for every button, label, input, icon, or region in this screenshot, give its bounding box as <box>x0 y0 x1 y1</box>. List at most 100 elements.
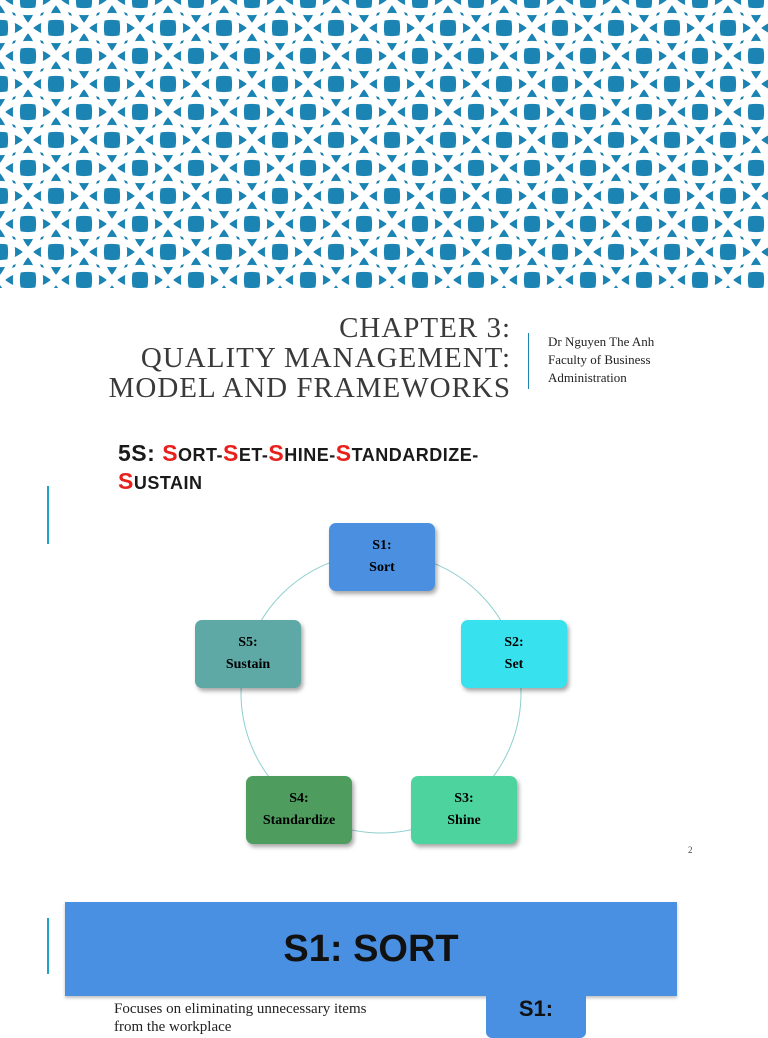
pattern-ring <box>712 40 768 128</box>
pattern-ring <box>0 51 16 117</box>
pattern-ring <box>628 180 716 268</box>
s1-side-box: S1: <box>486 990 586 1038</box>
s1-sort-banner: S1: SORT <box>65 902 677 996</box>
pattern-ring <box>236 0 324 44</box>
side-box-label: S1: <box>518 996 554 1021</box>
pattern-ring <box>292 124 380 212</box>
pattern-ring <box>740 71 768 153</box>
pattern-ring <box>628 124 716 212</box>
pattern-ring <box>213 264 291 288</box>
pattern-ring <box>432 40 520 128</box>
pattern-ring <box>208 96 296 184</box>
pattern-ring <box>740 183 768 265</box>
pattern-ring <box>605 264 683 288</box>
chapter-title: CHAPTER 3: QUALITY MANAGEMENT: MODEL AND… <box>109 313 511 403</box>
pattern-ring <box>320 40 408 128</box>
pattern-ring <box>516 236 604 288</box>
pattern-ring <box>740 127 768 209</box>
pattern-ring <box>180 236 268 288</box>
pattern-ring <box>404 68 492 156</box>
pattern-ring <box>432 0 520 72</box>
cycle-node-s5-sustain: S5: Sustain <box>195 620 301 688</box>
pattern-ring <box>0 12 44 100</box>
pattern-ring <box>320 96 408 184</box>
pattern-ring <box>124 236 212 288</box>
pattern-ring <box>0 0 72 72</box>
pattern-ring <box>348 12 436 100</box>
node-label: S1: <box>372 538 392 553</box>
pattern-ring <box>163 0 229 16</box>
title-prefix: 5S: <box>118 440 163 466</box>
pattern-ring <box>68 68 156 156</box>
title-line: QUALITY MANAGEMENT: <box>140 342 511 374</box>
pattern-ring <box>124 12 212 100</box>
pattern-ring <box>40 40 128 128</box>
title-accent-letter: S <box>162 440 179 466</box>
pattern-ring <box>0 107 16 173</box>
pattern-ring <box>544 208 632 288</box>
title-word: ORT- <box>178 445 224 465</box>
pattern-ring <box>68 0 156 44</box>
cycle-node-s1-sort: S1: Sort <box>329 523 435 591</box>
pattern-ring <box>460 180 548 268</box>
pattern-ring <box>348 0 436 44</box>
pattern-ring <box>68 236 156 288</box>
pattern-ring <box>740 239 768 288</box>
pattern-ring <box>264 0 352 72</box>
node-label: Shine <box>447 813 481 828</box>
pattern-ring <box>152 0 240 72</box>
pattern-ring <box>432 208 520 288</box>
pattern-ring <box>12 236 100 288</box>
pattern-ring <box>572 236 660 288</box>
pattern-ring <box>68 124 156 212</box>
title-word: USTAIN <box>133 473 203 493</box>
title-accent-letter: S <box>335 440 352 466</box>
cycle-node-s3-shine: S3: Shine <box>411 776 517 844</box>
pattern-ring <box>96 152 184 240</box>
author-line: Dr Nguyen The Anh <box>548 334 655 349</box>
pattern-ring <box>381 264 459 288</box>
pattern-ring <box>460 12 548 100</box>
pattern-ring <box>12 12 100 100</box>
pattern-ring <box>544 152 632 240</box>
pattern-ring <box>180 68 268 156</box>
pattern-ring <box>600 40 688 128</box>
pattern-ring <box>376 208 464 288</box>
pattern-ring <box>40 0 128 72</box>
pattern-ring <box>292 236 380 288</box>
pattern-ring <box>96 208 184 288</box>
pattern-ring <box>549 264 627 288</box>
pattern-ring <box>96 40 184 128</box>
pattern-ring <box>348 124 436 212</box>
pattern-ring <box>516 0 604 44</box>
pattern-ring <box>320 0 408 72</box>
pattern-ring <box>157 264 235 288</box>
pattern-ring <box>432 152 520 240</box>
title-word: ET- <box>238 445 269 465</box>
pattern-ring <box>628 236 716 288</box>
pattern-ring <box>0 163 16 229</box>
pattern-ring <box>432 96 520 184</box>
pattern-ring <box>12 180 100 268</box>
pattern-ring <box>628 0 716 44</box>
pattern-ring <box>51 0 117 16</box>
banner-title: S1: SORT <box>283 927 459 970</box>
pattern-ring <box>264 96 352 184</box>
pattern-ring <box>460 0 548 44</box>
pattern-ring <box>544 0 632 72</box>
pattern-ring <box>404 236 492 288</box>
pattern-ring <box>219 0 285 16</box>
node-label: Sort <box>369 560 395 575</box>
pattern-ring <box>656 208 744 288</box>
pattern-ring <box>292 0 380 44</box>
pattern-ring <box>40 152 128 240</box>
pattern-ring <box>387 0 453 16</box>
pattern-ring <box>236 180 324 268</box>
pattern-ring <box>656 96 744 184</box>
pattern-ring <box>0 96 72 184</box>
pattern-ring <box>0 68 44 156</box>
title-word: TANDARDIZE- <box>351 445 479 465</box>
pattern-ring <box>488 152 576 240</box>
pattern-ring <box>45 264 123 288</box>
title-word: HINE- <box>284 445 336 465</box>
